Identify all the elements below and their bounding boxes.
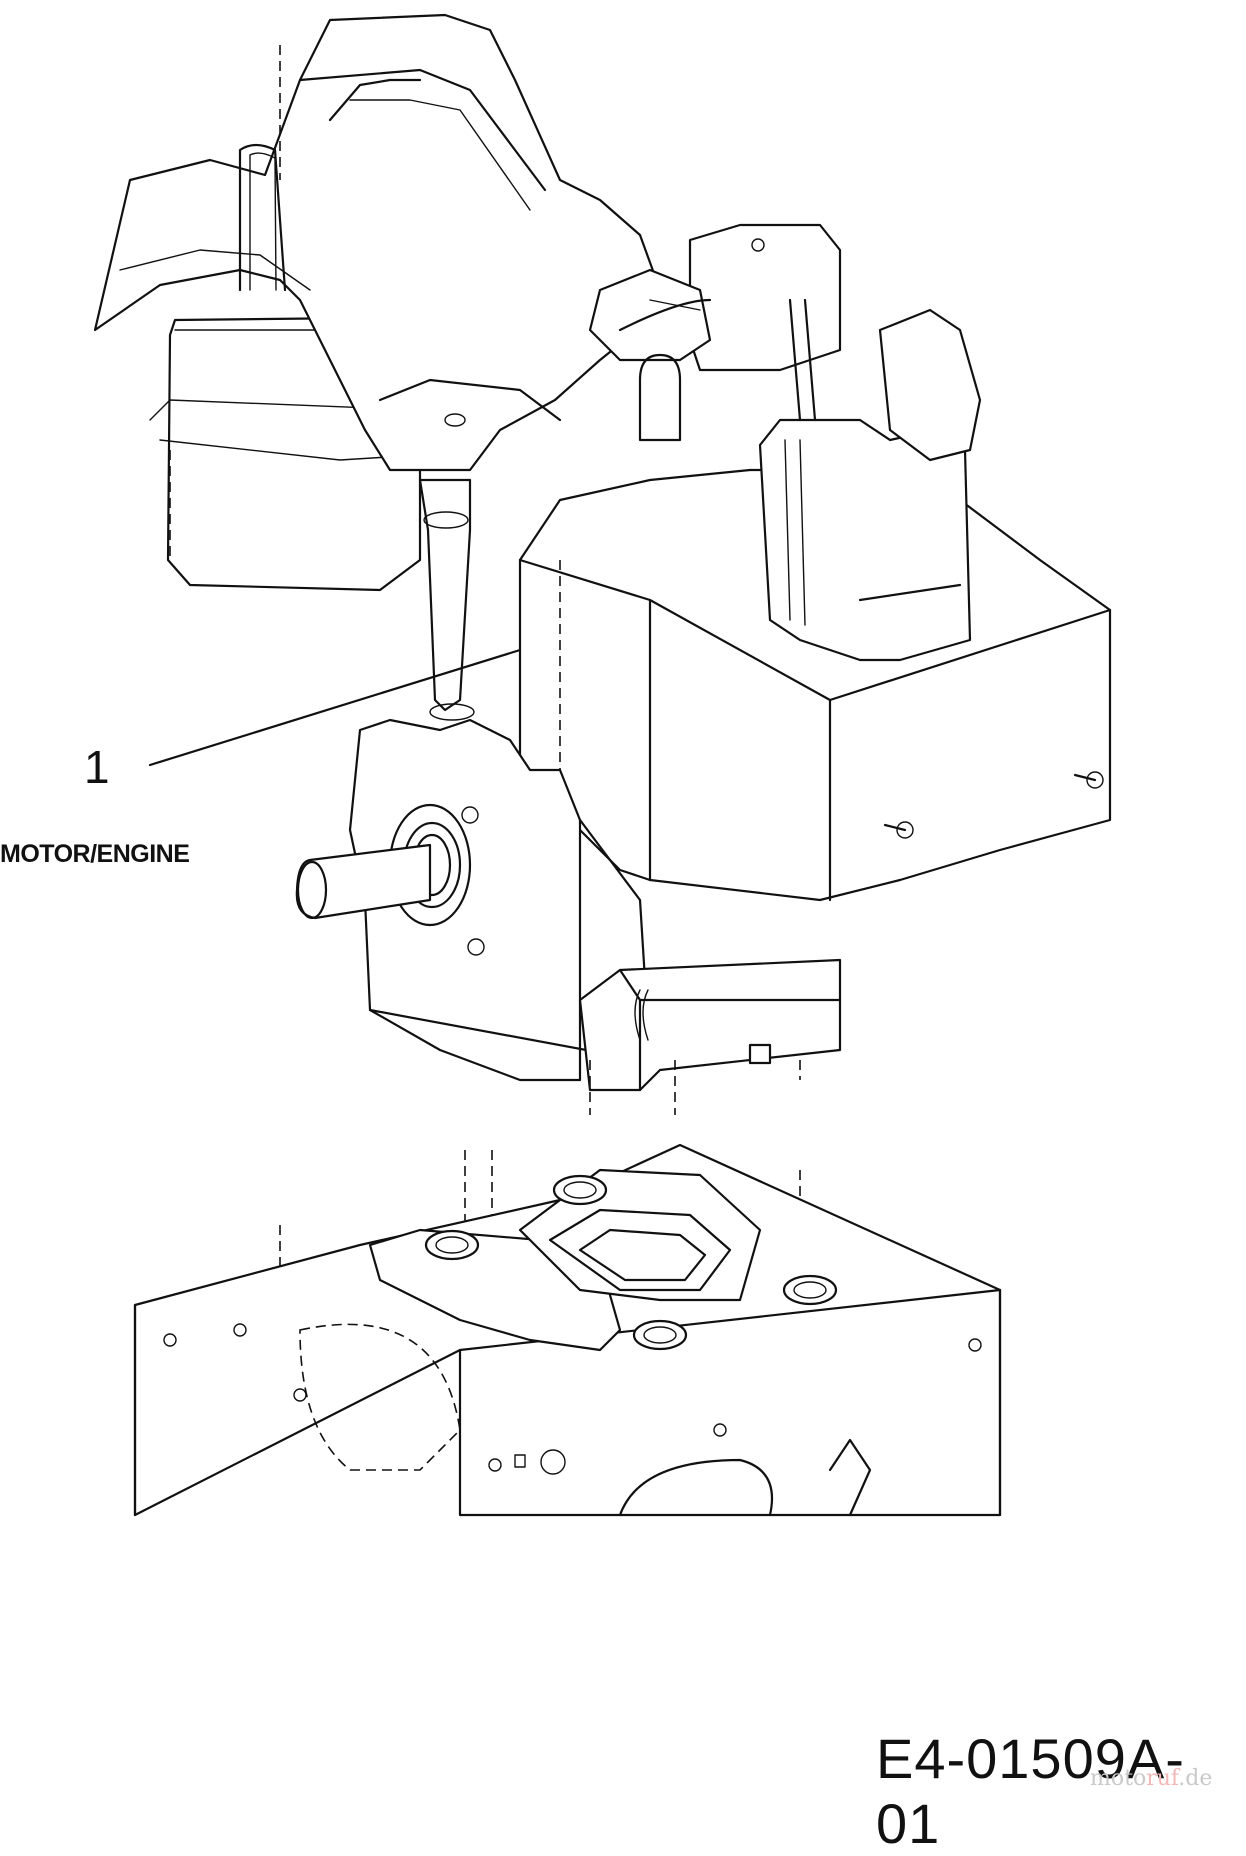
crankcase bbox=[295, 718, 652, 1082]
engine-base bbox=[578, 958, 842, 1092]
callout-label: MOTOR/ENGINE bbox=[0, 840, 190, 868]
diagram-code: E4-01509A-01 bbox=[876, 1727, 1185, 1855]
engine-shroud bbox=[93, 13, 662, 472]
watermark-logo: motoruf.de bbox=[1090, 1766, 1212, 1791]
watermark-text-a: moto bbox=[1090, 1766, 1147, 1791]
carburetor bbox=[588, 268, 712, 442]
muffler bbox=[688, 223, 982, 662]
callout-number: 1 bbox=[84, 741, 110, 793]
frame-deck bbox=[133, 1143, 1002, 1517]
watermark-text-b: ruf bbox=[1146, 1766, 1179, 1791]
callout-leader-line bbox=[148, 648, 522, 767]
dipstick-tube bbox=[418, 478, 475, 721]
watermark-suffix: .de bbox=[1178, 1766, 1213, 1791]
engine-exploded-view bbox=[93, 13, 1112, 1517]
